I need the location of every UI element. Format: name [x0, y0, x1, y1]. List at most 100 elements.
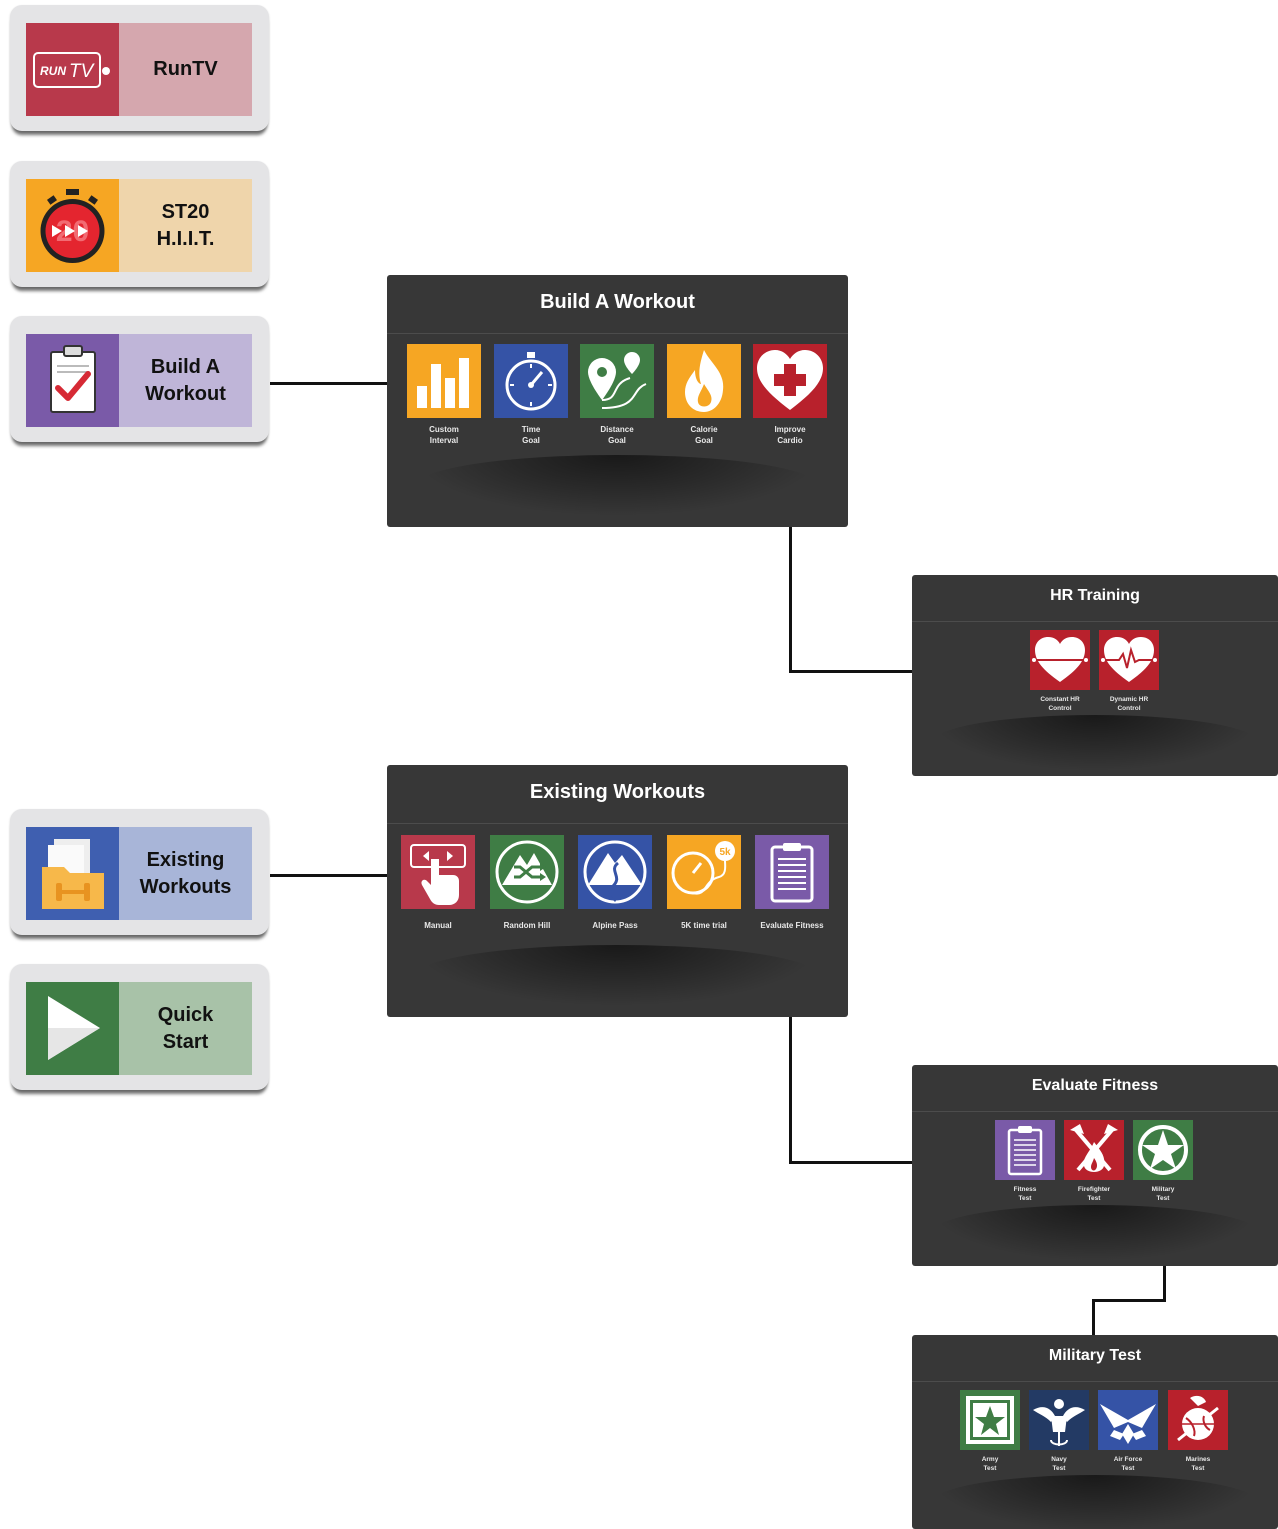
- army-star-icon: [960, 1390, 1020, 1450]
- tile-firefighter-test[interactable]: Firefighter Test: [1064, 1120, 1124, 1202]
- connector-military-vertical-2: [1092, 1299, 1095, 1335]
- tile-distance-goal[interactable]: Distance Goal: [580, 344, 654, 445]
- menu-button-runtv[interactable]: RUN TV RunTV: [10, 5, 269, 131]
- heart-pulse-icon: [1099, 630, 1159, 690]
- tile-alpine-pass[interactable]: Alpine Pass: [578, 835, 652, 930]
- tile-navy-test[interactable]: Navy Test: [1029, 1390, 1089, 1472]
- panel-existing-workouts: Existing Workouts Manual Random Hill: [387, 765, 848, 1017]
- folder-dumbbell-icon: [26, 827, 119, 920]
- tile-marines-test[interactable]: Marines Test: [1168, 1390, 1228, 1472]
- tile-calorie-goal[interactable]: Calorie Goal: [667, 344, 741, 445]
- tile-label: Air Force Test: [1113, 1456, 1143, 1472]
- heart-plus-icon: [753, 344, 827, 418]
- tile-label: Evaluate Fitness: [760, 921, 824, 930]
- panel-title: Military Test: [1048, 1347, 1142, 1364]
- panel-shadow: [932, 1205, 1258, 1260]
- map-pin-route-icon: [580, 344, 654, 418]
- connector-build: [270, 382, 388, 385]
- panel-shadow: [417, 455, 817, 515]
- tile-time-goal[interactable]: Time Goal: [494, 344, 568, 445]
- military-star-icon: [1133, 1120, 1193, 1180]
- tile-label: Manual: [424, 921, 452, 930]
- tile-label: Navy Test: [1051, 1456, 1067, 1472]
- tile-label: Army Test: [981, 1456, 999, 1472]
- panel-build-workout: Build A Workout Custom Interval Time Goa…: [387, 275, 848, 527]
- tile-manual[interactable]: Manual: [401, 835, 475, 930]
- air-force-wings-icon: [1098, 1390, 1158, 1450]
- panel-shadow: [932, 715, 1258, 770]
- clipboard-lines-icon: [995, 1120, 1055, 1180]
- connector-evaluate-vertical: [789, 950, 792, 1164]
- tile-label: Calorie Goal: [690, 425, 718, 445]
- tile-label: 5K time trial: [681, 921, 727, 930]
- firefighter-axes-icon: [1064, 1120, 1124, 1180]
- panel-divider: [387, 333, 848, 334]
- connector-military-horizontal: [1092, 1299, 1166, 1302]
- panel-divider: [912, 1111, 1278, 1112]
- bar-chart-icon: [407, 344, 481, 418]
- tile-label: Fitness Test: [1013, 1186, 1037, 1202]
- tile-evaluate-fitness[interactable]: Evaluate Fitness: [755, 835, 829, 930]
- tile-label: Military Test: [1151, 1186, 1175, 1202]
- panel-divider: [912, 1381, 1278, 1382]
- tile-label: Constant HR Control: [1040, 696, 1080, 712]
- menu-label-runtv: RunTV: [119, 23, 252, 116]
- tile-improve-cardio[interactable]: Improve Cardio: [753, 344, 827, 445]
- marines-emblem-icon: [1168, 1390, 1228, 1450]
- panel-title: HR Training: [1050, 587, 1140, 604]
- tile-label: Custom Interval: [429, 425, 459, 445]
- navy-eagle-icon: [1029, 1390, 1089, 1450]
- connector-evaluate-horizontal: [789, 1161, 912, 1164]
- panel-title: Build A Workout: [540, 291, 695, 313]
- play-icon: [26, 982, 119, 1075]
- tile-random-hill[interactable]: Random Hill: [490, 835, 564, 930]
- mountain-road-icon: [578, 835, 652, 909]
- tile-label: Dynamic HR Control: [1109, 696, 1149, 712]
- svg-text:5k: 5k: [719, 847, 731, 858]
- panel-shadow: [932, 1475, 1258, 1529]
- tile-label: Marines Test: [1185, 1456, 1211, 1472]
- tile-label: Random Hill: [503, 921, 551, 930]
- panel-title: Existing Workouts: [529, 781, 706, 803]
- tile-fitness-test[interactable]: Fitness Test: [995, 1120, 1055, 1202]
- tile-5k-time-trial[interactable]: 5k 5K time trial: [667, 835, 741, 930]
- flame-icon: [667, 344, 741, 418]
- tile-label: Distance Goal: [600, 425, 634, 445]
- heart-flat-line-icon: [1030, 630, 1090, 690]
- panel-hr-training: HR Training Constant HR Control Dynamic …: [912, 575, 1278, 776]
- mountain-shuffle-icon: [490, 835, 564, 909]
- tile-constant-hr-control[interactable]: Constant HR Control: [1030, 630, 1090, 712]
- panel-shadow: [417, 945, 817, 1005]
- svg-text:TV: TV: [69, 61, 96, 82]
- tile-dynamic-hr-control[interactable]: Dynamic HR Control: [1099, 630, 1159, 712]
- tile-air-force-test[interactable]: Air Force Test: [1098, 1390, 1158, 1472]
- tile-military-test[interactable]: Military Test: [1133, 1120, 1193, 1202]
- tile-label: Firefighter Test: [1077, 1186, 1111, 1202]
- connector-cardio-horizontal: [789, 670, 912, 673]
- runtv-logo-icon: RUN TV: [26, 23, 119, 116]
- tile-label: Time Goal: [521, 425, 541, 445]
- connector-cardio-vertical: [789, 460, 792, 673]
- tile-label: Improve Cardio: [774, 425, 806, 445]
- hand-pointer-icon: [401, 835, 475, 909]
- panel-divider: [912, 621, 1278, 622]
- panel-title: Evaluate Fitness: [1031, 1077, 1159, 1094]
- panel-evaluate-fitness: Evaluate Fitness Fitness Test Firefighte…: [912, 1065, 1278, 1266]
- tile-label: Alpine Pass: [592, 921, 638, 930]
- tile-army-test[interactable]: Army Test: [960, 1390, 1020, 1472]
- clipboard-check-icon: [26, 334, 119, 427]
- connector-existing: [270, 874, 388, 877]
- tile-custom-interval[interactable]: Custom Interval: [407, 344, 481, 445]
- gauge-5k-icon: 5k: [667, 835, 741, 909]
- panel-military-test: Military Test Army Test Navy Test: [912, 1335, 1278, 1529]
- stopwatch-icon: [494, 344, 568, 418]
- panel-divider: [387, 823, 848, 824]
